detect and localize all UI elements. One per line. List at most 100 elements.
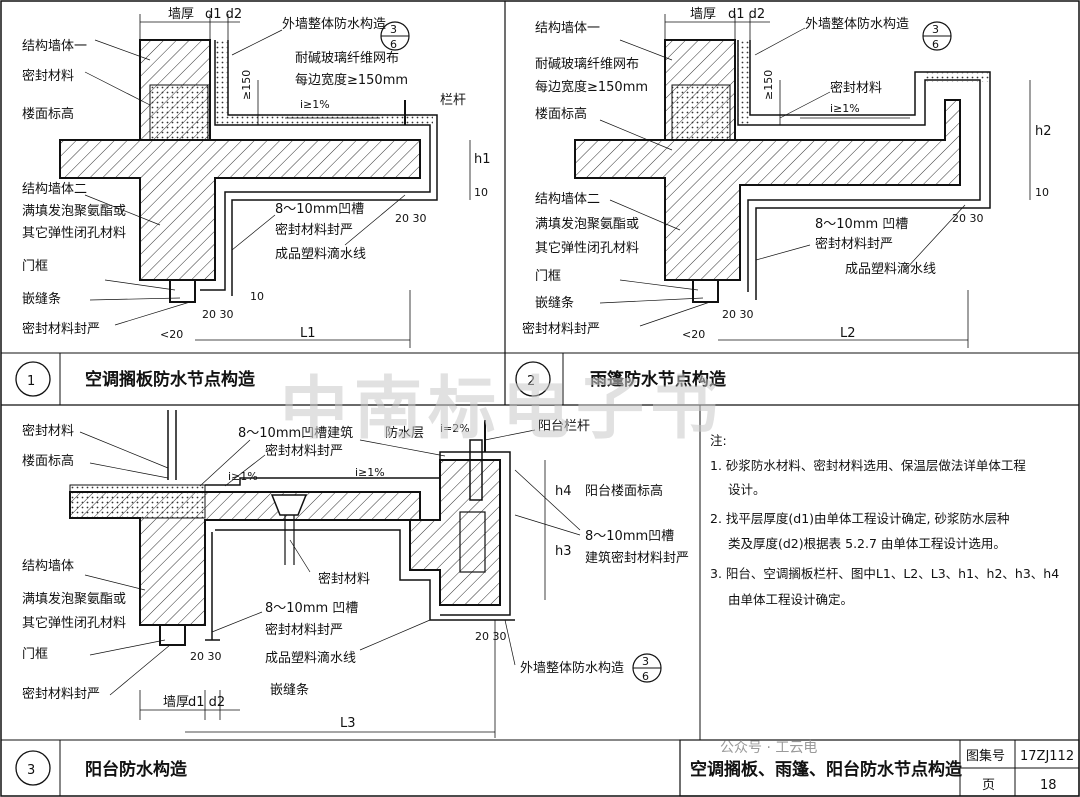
- d2-number: 2: [527, 374, 535, 389]
- d3-label-drip: 成品塑料滴水线: [265, 650, 356, 666]
- d2-dim-10: 10: [1035, 186, 1049, 199]
- note-1b: 设计。: [728, 482, 766, 497]
- d2-label-door-frame: 门框: [535, 269, 561, 284]
- page-label: 页: [982, 778, 995, 793]
- d1-dim-L1: L1: [300, 326, 316, 341]
- note-2a: 2. 找平层厚度(d1)由单体工程设计确定, 砂浆防水层种: [710, 511, 1010, 526]
- detail-3-drawing: [15, 410, 662, 786]
- d2-dim-L2: L2: [840, 326, 856, 341]
- d1-label-floor-level: 楼面标高: [22, 106, 74, 122]
- d1-ref-top: 3: [390, 23, 397, 36]
- d2-dim-150: ≥150: [762, 70, 775, 100]
- d1-label-mesh1: 耐碱玻璃纤维网布: [295, 51, 399, 66]
- d3-label-exterior-ref: 外墙整体防水构造: [520, 660, 624, 676]
- d1-ref-bottom: 6: [390, 38, 397, 51]
- d2-label-insert-strip: 嵌缝条: [535, 295, 574, 311]
- atlas-label: 图集号: [966, 748, 1005, 764]
- d3-label-slope2: i≥1%: [355, 466, 385, 479]
- d2-label-drip: 成品塑料滴水线: [845, 261, 936, 277]
- note-2b: 类及厚度(d2)根据表 5.2.7 由单体工程设计选用。: [728, 536, 1006, 551]
- d3-label-wall: 结构墙体: [22, 559, 74, 574]
- d2-label-foam1: 满填发泡聚氨酯或: [535, 216, 639, 232]
- d1-number: 1: [27, 374, 35, 389]
- d1-dim-20-30b: 20 30: [202, 308, 234, 321]
- detail-1-drawing: [15, 14, 471, 397]
- d3-label-door-frame: 门框: [22, 647, 48, 662]
- d3-label-groove-r: 8～10mm凹槽: [585, 529, 674, 544]
- watermark-wechat: 公众号 · 工云电: [720, 740, 817, 756]
- d3-ref-top: 3: [642, 655, 649, 668]
- d3-label-floor-level: 楼面标高: [22, 453, 74, 469]
- d1-label-groove-seal: 密封材料封严: [275, 222, 353, 238]
- d2-label-foam2: 其它弹性闭孔材料: [535, 240, 639, 256]
- d1-label-exterior-ref: 外墙整体防水构造: [282, 16, 386, 32]
- d3-dim-20-30b: 20 30: [475, 630, 507, 643]
- d3-label-groove-top2: 密封材料封严: [265, 443, 343, 459]
- d1-label-sealant: 密封材料: [22, 68, 74, 84]
- d2-label-exterior-ref: 外墙整体防水构造: [805, 16, 909, 32]
- d2-label-seal-tight: 密封材料封严: [522, 321, 600, 337]
- d3-label-balcony-level: 阳台楼面标高: [585, 483, 663, 499]
- d3-label-foam2: 其它弹性闭孔材料: [22, 615, 126, 631]
- d3-label-foam1: 满填发泡聚氨酯或: [22, 591, 126, 607]
- d1-label-wall2: 结构墙体二: [22, 182, 87, 197]
- d3-ref-bottom: 6: [642, 670, 649, 683]
- d3-label-groove-seal: 密封材料封严: [265, 622, 343, 638]
- detail-2-drawing: [515, 14, 1031, 397]
- d3-label-balcony-railing: 阳台栏杆: [538, 419, 590, 434]
- d3-number: 3: [27, 763, 35, 778]
- d3-label-slope-2: i=2%: [440, 422, 470, 435]
- d1-title: 空调搁板防水节点构造: [85, 369, 256, 390]
- d2-ref-bottom: 6: [932, 38, 939, 51]
- d2-dim-20-30b: 20 30: [722, 308, 754, 321]
- d3-label-d1d2: d1 d2: [188, 695, 225, 710]
- d1-label-foam2: 其它弹性闭孔材料: [22, 225, 126, 241]
- title-block: 空调搁板、雨篷、阳台防水节点构造 图集号 17ZJ112 页 18: [679, 739, 1080, 797]
- d1-label-mesh2: 每边宽度≥150mm: [295, 72, 408, 88]
- d1-dim-20: <20: [160, 328, 183, 341]
- note-3b: 由单体工程设计确定。: [728, 592, 853, 607]
- d1-dim-150: ≥150: [240, 70, 253, 100]
- d1-label-insert-strip: 嵌缝条: [22, 291, 61, 307]
- title-block-title: 空调搁板、雨篷、阳台防水节点构造: [690, 759, 963, 780]
- detail-3-labels: 密封材料 楼面标高 8～10mm凹槽建筑 密封材料封严 防水层 i=2% 阳台栏…: [22, 419, 689, 780]
- d3-dim-h3: h3: [555, 544, 572, 559]
- d3-dim-h4: h4: [555, 484, 572, 499]
- d3-label-insert-strip: 嵌缝条: [270, 682, 309, 698]
- d2-label-mesh2: 每边宽度≥150mm: [535, 79, 648, 95]
- d3-label-groove-r2: 建筑密封材料封严: [585, 550, 689, 566]
- d1-label-seal-tight: 密封材料封严: [22, 321, 100, 337]
- d1-dim-10b: 10: [250, 290, 264, 303]
- d3-dim-L3: L3: [340, 716, 356, 731]
- d1-label-wall1: 结构墙体一: [22, 39, 87, 54]
- d3-dim-20-30: 20 30: [190, 650, 222, 663]
- notes-block: 注: 1. 砂浆防水材料、密封材料选用、保温层做法详单体工程 设计。 2. 找平…: [710, 433, 1059, 607]
- d2-label-floor-level: 楼面标高: [535, 106, 587, 122]
- d2-label-groove-seal: 密封材料封严: [815, 236, 893, 252]
- d2-label-wall1: 结构墙体一: [535, 21, 600, 36]
- d2-dim-20: <20: [682, 328, 705, 341]
- d3-label-groove: 8～10mm 凹槽: [265, 601, 358, 616]
- d2-title: 雨篷防水节点构造: [590, 369, 727, 390]
- d1-label-foam1: 满填发泡聚氨酯或: [22, 203, 126, 219]
- d1-label-groove: 8～10mm凹槽: [275, 202, 364, 217]
- d2-dim-20-30: 20 30: [952, 212, 984, 225]
- detail-1-labels: 结构墙体一 密封材料 楼面标高 结构墙体二 满填发泡聚氨酯或 其它弹性闭孔材料 …: [22, 7, 491, 390]
- d1-label-railing: 栏杆: [440, 93, 466, 108]
- d1-label-slope: i≥1%: [300, 98, 330, 111]
- d3-label-seal-tight: 密封材料封严: [22, 686, 100, 702]
- d2-dim-h2: h2: [1035, 124, 1052, 139]
- d1-label-door-frame: 门框: [22, 259, 48, 274]
- d2-label-slope: i≥1%: [830, 102, 860, 115]
- d3-title: 阳台防水构造: [85, 759, 188, 780]
- d3-label-sealant-mid: 密封材料: [318, 571, 370, 587]
- d2-label-d1d2: d1 d2: [728, 7, 765, 22]
- d2-ref-top: 3: [932, 23, 939, 36]
- d2-label-wall-thick: 墙厚: [690, 7, 716, 22]
- page-number: 18: [1040, 778, 1057, 793]
- d1-dim-20-30: 20 30: [395, 212, 427, 225]
- notes-heading: 注:: [710, 433, 727, 448]
- d3-label-wall-thick: 墙厚: [163, 695, 189, 710]
- d2-label-sealant: 密封材料: [830, 80, 882, 96]
